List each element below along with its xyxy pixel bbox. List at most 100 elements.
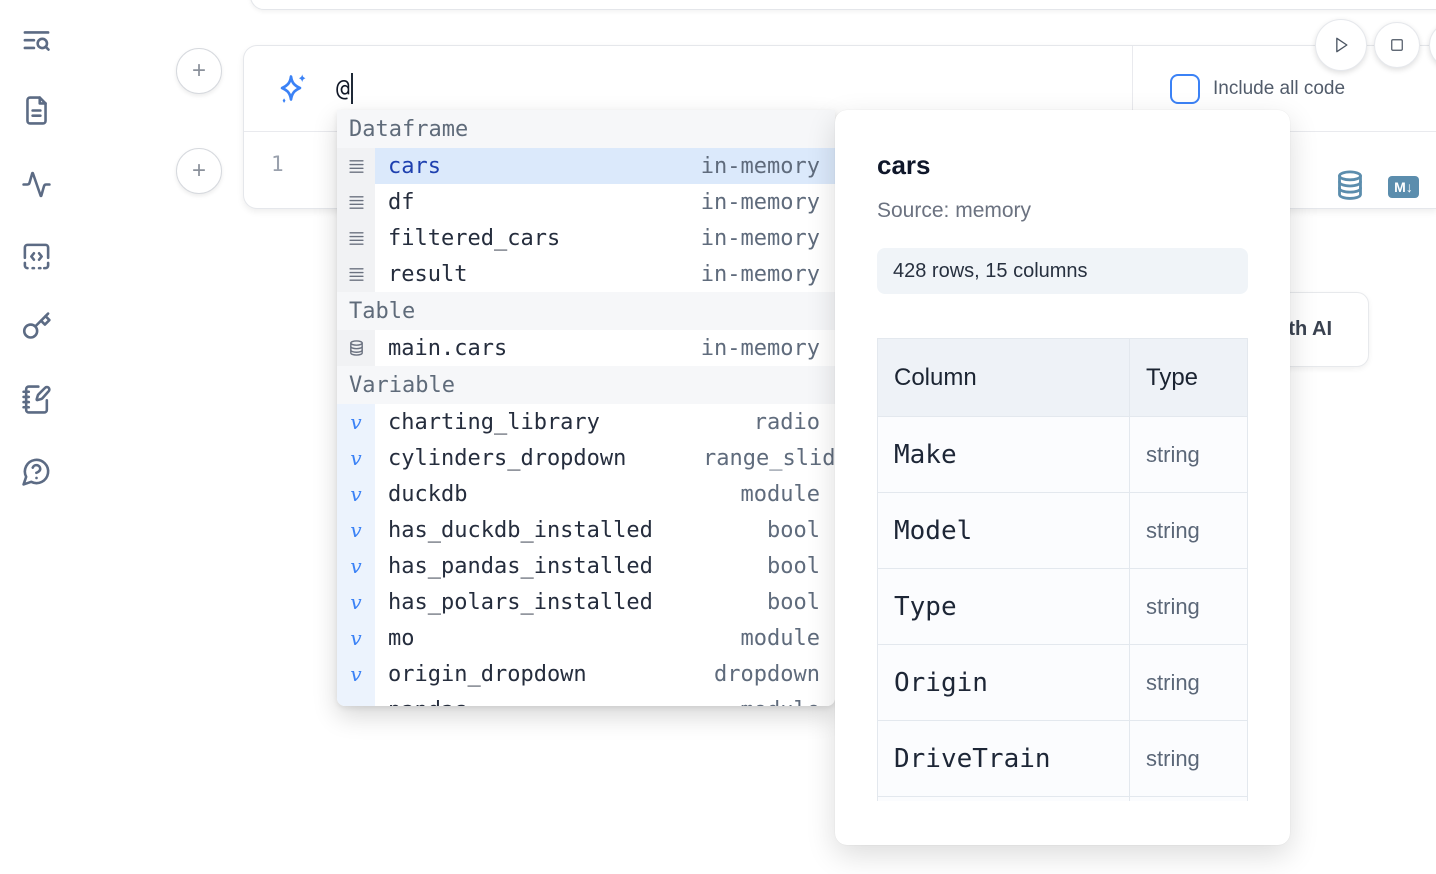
- autocomplete-item-name: pandas: [388, 698, 467, 707]
- schema-table-row: Make string: [878, 416, 1247, 493]
- snippets-icon[interactable]: [18, 238, 54, 274]
- autocomplete-item-type: in-memory: [700, 335, 820, 361]
- search-docs-icon[interactable]: [18, 23, 54, 59]
- variable-icon: v: [337, 692, 375, 706]
- schema-column-type: string: [1146, 441, 1200, 467]
- activity-icon[interactable]: [18, 166, 54, 202]
- include-all-code-area: Include all code: [1132, 46, 1436, 131]
- variable-icon: v: [337, 620, 375, 656]
- schema-column-type: string: [1146, 669, 1200, 695]
- include-all-code-label: Include all code: [1213, 77, 1346, 99]
- autocomplete-item-has_pandas_installed[interactable]: v has_pandas_installed bool: [337, 548, 835, 584]
- schema-column-header: Column: [878, 339, 1130, 417]
- ai-prompt-area[interactable]: @: [244, 46, 1132, 131]
- menu-icon: [337, 148, 375, 184]
- stop-button[interactable]: [1374, 22, 1420, 68]
- autocomplete-item-name: df: [388, 189, 415, 215]
- variable-icon: v: [350, 626, 362, 650]
- autocomplete-section-header: Table: [337, 292, 835, 330]
- ai-prompt-input[interactable]: @: [336, 73, 353, 104]
- file-icon[interactable]: [18, 92, 54, 128]
- autocomplete-item-type: bool: [767, 589, 820, 615]
- scratchpad-icon[interactable]: [18, 381, 54, 417]
- sidebar: [0, 0, 72, 874]
- preview-source: Source: memory: [877, 199, 1032, 222]
- autocomplete-item-cylinders_dropdown[interactable]: v cylinders_dropdown range_slider: [337, 440, 835, 476]
- variable-icon: v: [350, 700, 361, 706]
- preview-title: cars: [877, 150, 931, 180]
- autocomplete-item-mo[interactable]: v mo module: [337, 620, 835, 656]
- add-cell-button-bottom[interactable]: +: [176, 148, 222, 194]
- run-cell-button[interactable]: [1315, 19, 1367, 71]
- autocomplete-item-type: module: [740, 625, 820, 651]
- schema-column-name: Make: [894, 439, 957, 470]
- autocomplete-item-result[interactable]: result in-memory: [337, 256, 835, 292]
- autocomplete-item-filtered_cars[interactable]: filtered_cars in-memory: [337, 220, 835, 256]
- variable-icon: v: [350, 410, 362, 434]
- schema-table-row: Origin string: [878, 644, 1247, 721]
- variable-icon: v: [350, 446, 362, 470]
- autocomplete-item-type: bool: [767, 553, 820, 579]
- autocomplete-item-type: dropdown: [714, 661, 820, 687]
- autocomplete-item-type: radio: [753, 409, 820, 435]
- autocomplete-item-type: module: [740, 481, 820, 507]
- variable-icon: v: [350, 554, 362, 578]
- schema-column-name: Model: [894, 515, 973, 546]
- autocomplete-item-name: has_duckdb_installed: [388, 517, 653, 543]
- database-icon: [337, 330, 375, 366]
- variable-icon: v: [350, 518, 362, 542]
- autocomplete-item-name: filtered_cars: [388, 225, 561, 251]
- variable-icon: v: [350, 482, 362, 506]
- ai-prompt-text: @: [336, 75, 350, 102]
- help-icon[interactable]: [18, 453, 54, 489]
- menu-icon: [337, 184, 375, 220]
- autocomplete-item-name: origin_dropdown: [388, 661, 587, 687]
- variable-icon: v: [337, 404, 375, 440]
- variable-icon: v: [350, 662, 362, 686]
- markdown-export-icon[interactable]: M↓: [1388, 176, 1419, 198]
- autocomplete-item-type: in-memory: [700, 225, 820, 251]
- autocomplete-item-name: mo: [388, 625, 415, 651]
- autocomplete-item-type: module: [741, 698, 820, 707]
- schema-column-header: Type: [1129, 339, 1247, 417]
- autocomplete-item-type: range_slider: [703, 445, 835, 471]
- add-cell-button-top[interactable]: +: [176, 48, 222, 94]
- autocomplete-item-type: in-memory: [700, 153, 820, 179]
- menu-icon: [337, 256, 375, 292]
- autocomplete-item-name: has_pandas_installed: [388, 553, 653, 579]
- autocomplete-item-charting_library[interactable]: v charting_library radio: [337, 404, 835, 440]
- previous-cell-bottom-edge: [250, 0, 1436, 10]
- autocomplete-item-pandas[interactable]: v pandas module: [337, 692, 835, 706]
- line-number: 1: [271, 152, 284, 176]
- schema-column-name: DriveTrain: [894, 743, 1051, 774]
- autocomplete-item-name: cylinders_dropdown: [388, 445, 627, 471]
- autocomplete-item-origin_dropdown[interactable]: v origin_dropdown dropdown: [337, 656, 835, 692]
- schema-column-type: string: [1146, 517, 1200, 543]
- preview-stats-badge: 428 rows, 15 columns: [877, 248, 1248, 294]
- code-editor-row[interactable]: 1: [244, 132, 1436, 208]
- schema-column-type: string: [1146, 593, 1200, 619]
- schema-table-row: [878, 796, 1247, 801]
- include-all-code-checkbox[interactable]: [1170, 73, 1200, 104]
- autocomplete-item-name: duckdb: [388, 481, 468, 507]
- variable-icon: v: [337, 548, 375, 584]
- autocomplete-item-name: result: [388, 261, 468, 287]
- schema-table-row: Model string: [878, 492, 1247, 569]
- variable-icon: v: [337, 476, 375, 512]
- autocomplete-item-type: in-memory: [700, 261, 820, 287]
- database-output-icon[interactable]: [1336, 170, 1364, 201]
- autocomplete-section-header: Variable: [337, 366, 835, 404]
- schema-column-name: Origin: [894, 667, 988, 698]
- key-icon[interactable]: [18, 308, 54, 344]
- autocomplete-item-name: charting_library: [388, 409, 600, 435]
- autocomplete-item-duckdb[interactable]: v duckdb module: [337, 476, 835, 512]
